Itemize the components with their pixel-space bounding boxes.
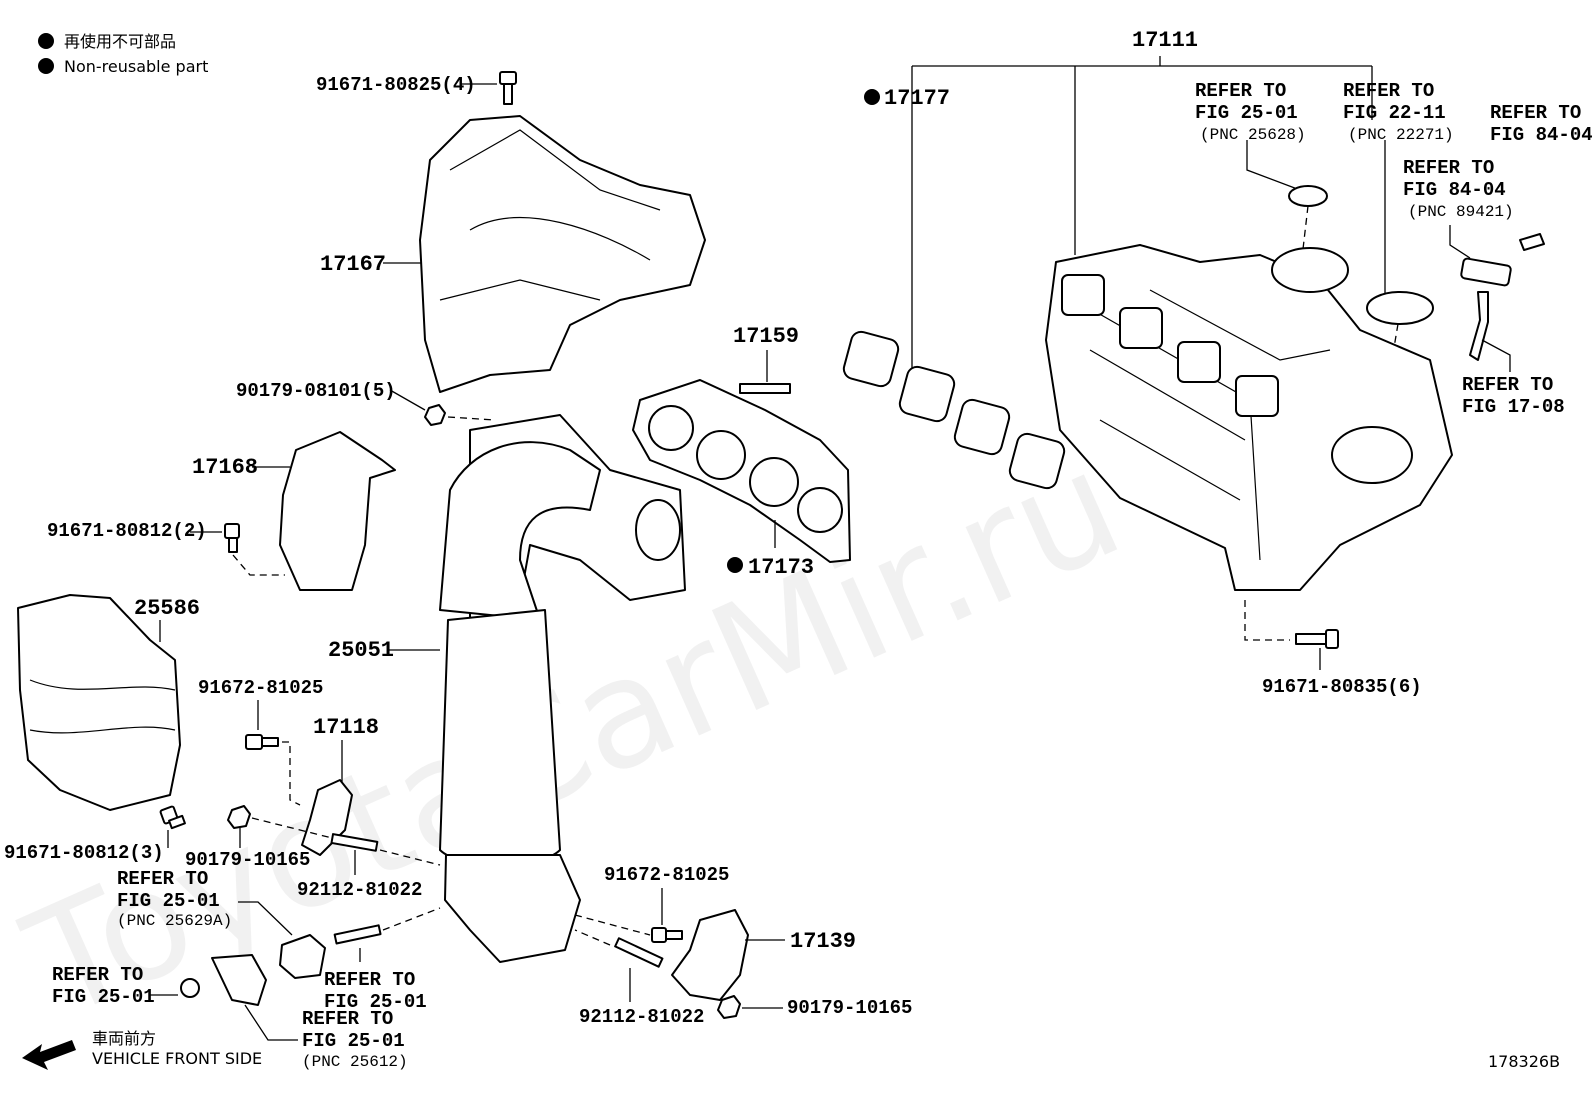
ref-fig-17-08: REFER TO FIG 17-08	[1462, 374, 1565, 418]
stud-92112-81022-b-label: 92112-81022	[579, 1006, 704, 1028]
svg-text:FIG 22-11: FIG 22-11	[1343, 102, 1446, 124]
svg-text:REFER TO: REFER TO	[117, 868, 208, 890]
part-17173: 17173	[748, 555, 814, 580]
intake-manifold-17111	[1045, 244, 1453, 591]
svg-text:FIG 84-04: FIG 84-04	[1403, 179, 1506, 201]
bolt-91672-81025-a-label: 91672-81025	[198, 677, 323, 699]
part-17118: 17118	[313, 715, 379, 740]
svg-text:REFER TO: REFER TO	[1195, 80, 1286, 102]
ref-fig-25-01-left: REFER TO FIG 25-01	[52, 964, 155, 1008]
bolt-91672-81025-b	[651, 927, 683, 943]
nut-90179-10165-b	[717, 995, 741, 1019]
exhaust-manifold-25051	[439, 414, 686, 963]
ref-fig-22-11-pnc-22271: REFER TO FIG 22-11 (PNC 22271)	[1343, 80, 1454, 144]
svg-text:REFER TO: REFER TO	[324, 969, 415, 991]
nut-90179-08101	[424, 404, 446, 426]
vehicle-front-en: VEHICLE FRONT SIDE	[92, 1049, 262, 1068]
part-25051: 25051	[328, 638, 394, 663]
svg-text:(PNC 25612): (PNC 25612)	[302, 1053, 408, 1071]
stud-92112-81022-a	[330, 833, 379, 852]
svg-text:REFER TO: REFER TO	[52, 964, 143, 986]
vehicle-front-jp: 車両前方	[92, 1029, 156, 1048]
gasket-25612	[211, 954, 267, 1006]
svg-text:REFER TO: REFER TO	[1343, 80, 1434, 102]
heat-insulator-17167	[419, 115, 706, 393]
bolt-91671-80812-2-label: 91671-80812(2)	[47, 520, 207, 542]
heat-insulator-25586	[17, 594, 181, 811]
ref-fig-25-01-center: REFER TO FIG 25-01	[324, 969, 427, 1013]
nut-90179-10165-a	[227, 805, 251, 829]
heat-insulator-17168	[279, 431, 396, 591]
legend-jp: 再使用不可部品	[64, 32, 176, 51]
ref-fig-25-01-pnc-25628: REFER TO FIG 25-01 (PNC 25628)	[1195, 80, 1306, 144]
front-arrow-icon	[22, 1040, 76, 1070]
non-reusable-dot-icon	[727, 557, 743, 573]
svg-text:(PNC 25629A): (PNC 25629A)	[117, 912, 232, 930]
svg-text:REFER TO: REFER TO	[1462, 374, 1553, 396]
part-17111: 17111	[1132, 28, 1198, 53]
exhaust-gasket-17173	[632, 379, 851, 563]
bolt-91671-80812-2	[224, 523, 240, 553]
part-17167: 17167	[320, 252, 386, 277]
gasket-25629a	[279, 934, 326, 979]
part-17159: 17159	[733, 324, 799, 349]
bolt-91671-80825	[499, 71, 517, 105]
intake-gasket-17177	[842, 330, 1066, 490]
o-ring-25628	[1288, 185, 1328, 207]
svg-text:REFER TO: REFER TO	[302, 1008, 393, 1030]
bolt-91672-81025-a	[245, 734, 279, 750]
o-ring-22271	[1366, 291, 1434, 325]
stud-92112-81022-b	[614, 937, 664, 968]
leader-17111	[911, 56, 1373, 380]
svg-text:FIG 25-01: FIG 25-01	[302, 1030, 405, 1052]
svg-text:FIG 25-01: FIG 25-01	[117, 890, 220, 912]
svg-text:(PNC 22271): (PNC 22271)	[1348, 126, 1454, 144]
bracket-17139	[671, 909, 749, 1001]
svg-text:REFER TO: REFER TO	[1490, 102, 1581, 124]
ref-fig-84-04-a: REFER TO FIG 84-04	[1490, 102, 1592, 146]
bolt-91671-80835	[1295, 629, 1339, 649]
ref-fig-84-04-pnc-89421: REFER TO FIG 84-04 (PNC 89421)	[1403, 157, 1514, 221]
vsv-89421	[1460, 233, 1545, 361]
part-25586: 25586	[134, 596, 200, 621]
svg-text:FIG 25-01: FIG 25-01	[52, 986, 155, 1008]
stud-17159	[739, 383, 791, 394]
part-17177: 17177	[884, 86, 950, 111]
bolt-91672-81025-b-label: 91672-81025	[604, 864, 729, 886]
leader-refs	[1246, 140, 1386, 300]
bolt-91671-80812-3-label: 91671-80812(3)	[4, 842, 164, 864]
nut-90179-08101-label: 90179-08101(5)	[236, 380, 396, 402]
part-17168: 17168	[192, 455, 258, 480]
svg-text:(PNC 25628): (PNC 25628)	[1200, 126, 1306, 144]
bolt-91671-80812-3	[159, 805, 186, 830]
svg-text:FIG 25-01: FIG 25-01	[324, 991, 427, 1013]
ref-fig-25-01-pnc-25612: REFER TO FIG 25-01 (PNC 25612)	[302, 1008, 408, 1071]
non-reusable-dot-icon	[864, 89, 880, 105]
legend-en: Non-reusable part	[64, 57, 208, 76]
part-17139: 17139	[790, 929, 856, 954]
svg-text:REFER TO: REFER TO	[1403, 157, 1494, 179]
bolt-91671-80825-label: 91671-80825(4)	[316, 74, 476, 96]
svg-text:FIG 17-08: FIG 17-08	[1462, 396, 1565, 418]
nut-90179-10165-a-label: 90179-10165	[185, 849, 310, 871]
svg-text:FIG 25-01: FIG 25-01	[1195, 102, 1298, 124]
nut-ref	[180, 978, 200, 998]
svg-text:(PNC 89421): (PNC 89421)	[1408, 203, 1514, 221]
stud-ref	[333, 924, 382, 945]
bolt-91671-80835-label: 91671-80835(6)	[1262, 676, 1422, 698]
figure-id: 178326B	[1488, 1052, 1560, 1071]
nut-90179-10165-b-label: 90179-10165	[787, 997, 912, 1019]
legend-dot-icon	[38, 58, 54, 74]
stud-92112-81022-a-label: 92112-81022	[297, 879, 422, 901]
svg-text:FIG 84-04: FIG 84-04	[1490, 124, 1592, 146]
legend-dot-icon	[38, 33, 54, 49]
ref-fig-25-01-pnc-25629a: REFER TO FIG 25-01 (PNC 25629A)	[117, 868, 232, 930]
